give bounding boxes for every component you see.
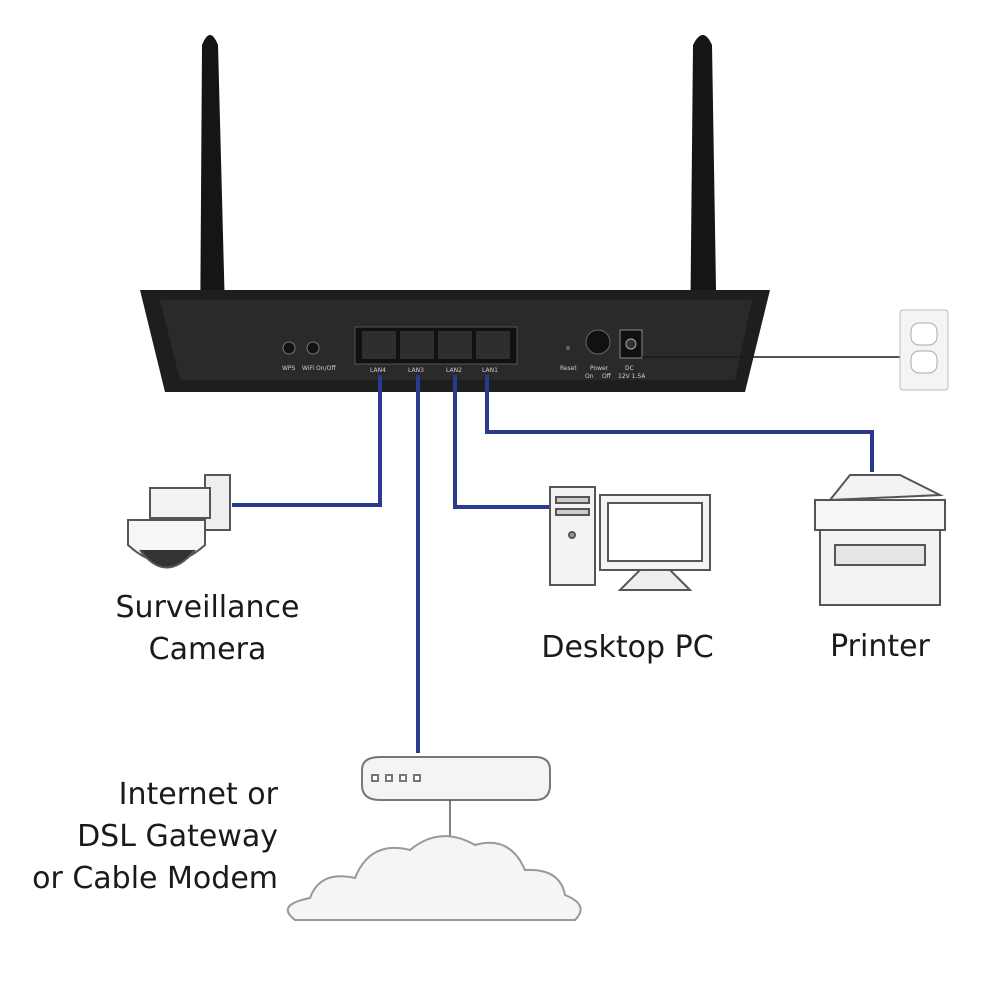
desktop-label: Desktop PC [541,630,714,665]
cable-lan2-desktop [453,375,550,509]
wifi-label: WiFi On/Off [302,365,336,372]
wall-outlet-icon [899,309,949,391]
camera-label: Surveillance Camera [100,587,315,671]
cable-lan1-printer [485,375,874,472]
reset-hole [566,346,570,350]
right-antenna [690,35,717,350]
gateway-label-line1: Internet or [118,777,278,812]
cable-lan4-camera [232,375,382,507]
lan3-label: LAN3 [408,367,424,374]
internet-cloud-icon [286,835,582,921]
dc-label: DC [625,365,634,372]
power-off-label: Off [602,373,612,380]
gateway-label-line2: DSL Gateway [77,819,278,854]
dc-rating-label: 12V 1.5A [618,373,646,380]
printer-icon [814,474,946,606]
gateway-label: Internet or DSL Gateway or Cable Modem [0,774,278,900]
gateway-icon [361,756,551,801]
lan1-label: LAN1 [482,367,498,374]
camera-label-line2: Camera [148,632,267,667]
surveillance-camera-icon [127,474,231,569]
reset-label: Reset [560,365,577,372]
printer-label: Printer [830,629,930,664]
power-button [585,329,611,355]
left-antenna [200,35,226,350]
router: WPS WiFi On/Off LAN4 LAN3 LAN2 LAN1 Rese… [140,290,770,392]
wps-button [282,341,296,355]
wps-label: WPS [282,365,296,372]
lan2-label: LAN2 [446,367,462,374]
desktop-pc-icon [549,486,711,591]
gateway-label-line3: or Cable Modem [32,861,278,896]
lan4-label: LAN4 [370,367,386,374]
wifi-button [306,341,320,355]
lan-cables [232,375,874,753]
camera-label-line1: Surveillance [115,590,300,625]
power-label: Power [590,365,609,372]
power-on-label: On [585,373,594,380]
